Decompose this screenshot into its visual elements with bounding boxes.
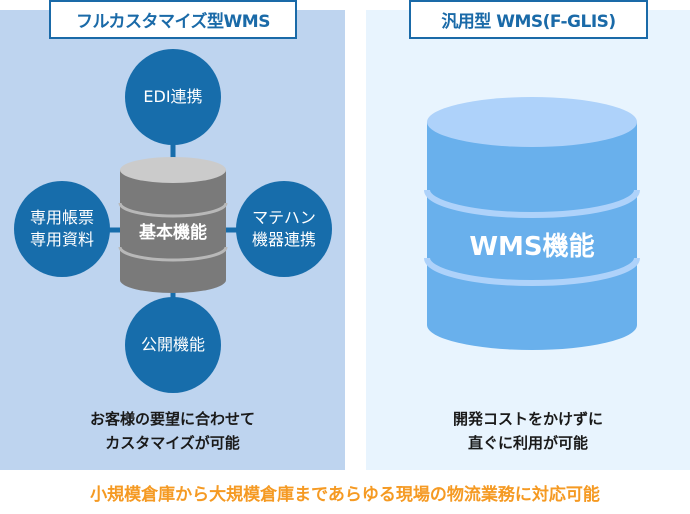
generic-caption-line1: 開発コストをかけずに — [452, 410, 603, 428]
generic-caption-line2: 直ぐに利用が可能 — [467, 434, 588, 452]
footer-tagline: 小規模倉庫から大規模倉庫まであらゆる現場の物流業務に対応可能 — [90, 485, 600, 505]
custom-wms-title: フルカスタマイズ型WMS — [49, 0, 297, 39]
node-label-material-handling-line1: マテハン — [252, 208, 316, 227]
node-circle-bottom — [125, 297, 221, 393]
core-cylinder-gray — [118, 157, 228, 293]
node-label-public: 公開機能 — [140, 335, 205, 354]
node-label-material-handling-line2: 機器連携 — [251, 230, 316, 249]
custom-caption-line2: カスタマイズが可能 — [105, 434, 240, 452]
generic-wms-title: 汎用型 WMS(F-GLIS) — [409, 0, 648, 39]
node-label-forms-line1: 専用帳票 — [29, 208, 94, 227]
node-circle-top — [125, 49, 221, 145]
node-circle-left — [14, 181, 110, 277]
core-label-wms: WMS機能 — [469, 232, 595, 262]
node-label-edi: EDI連携 — [143, 87, 203, 106]
node-label-forms-line2: 専用資料 — [29, 230, 94, 249]
node-circle-right — [236, 181, 332, 277]
core-cylinder-blue — [424, 97, 640, 350]
core-label-basic: 基本機能 — [139, 223, 207, 243]
custom-caption-line1: お客様の要望に合わせて — [89, 410, 255, 428]
